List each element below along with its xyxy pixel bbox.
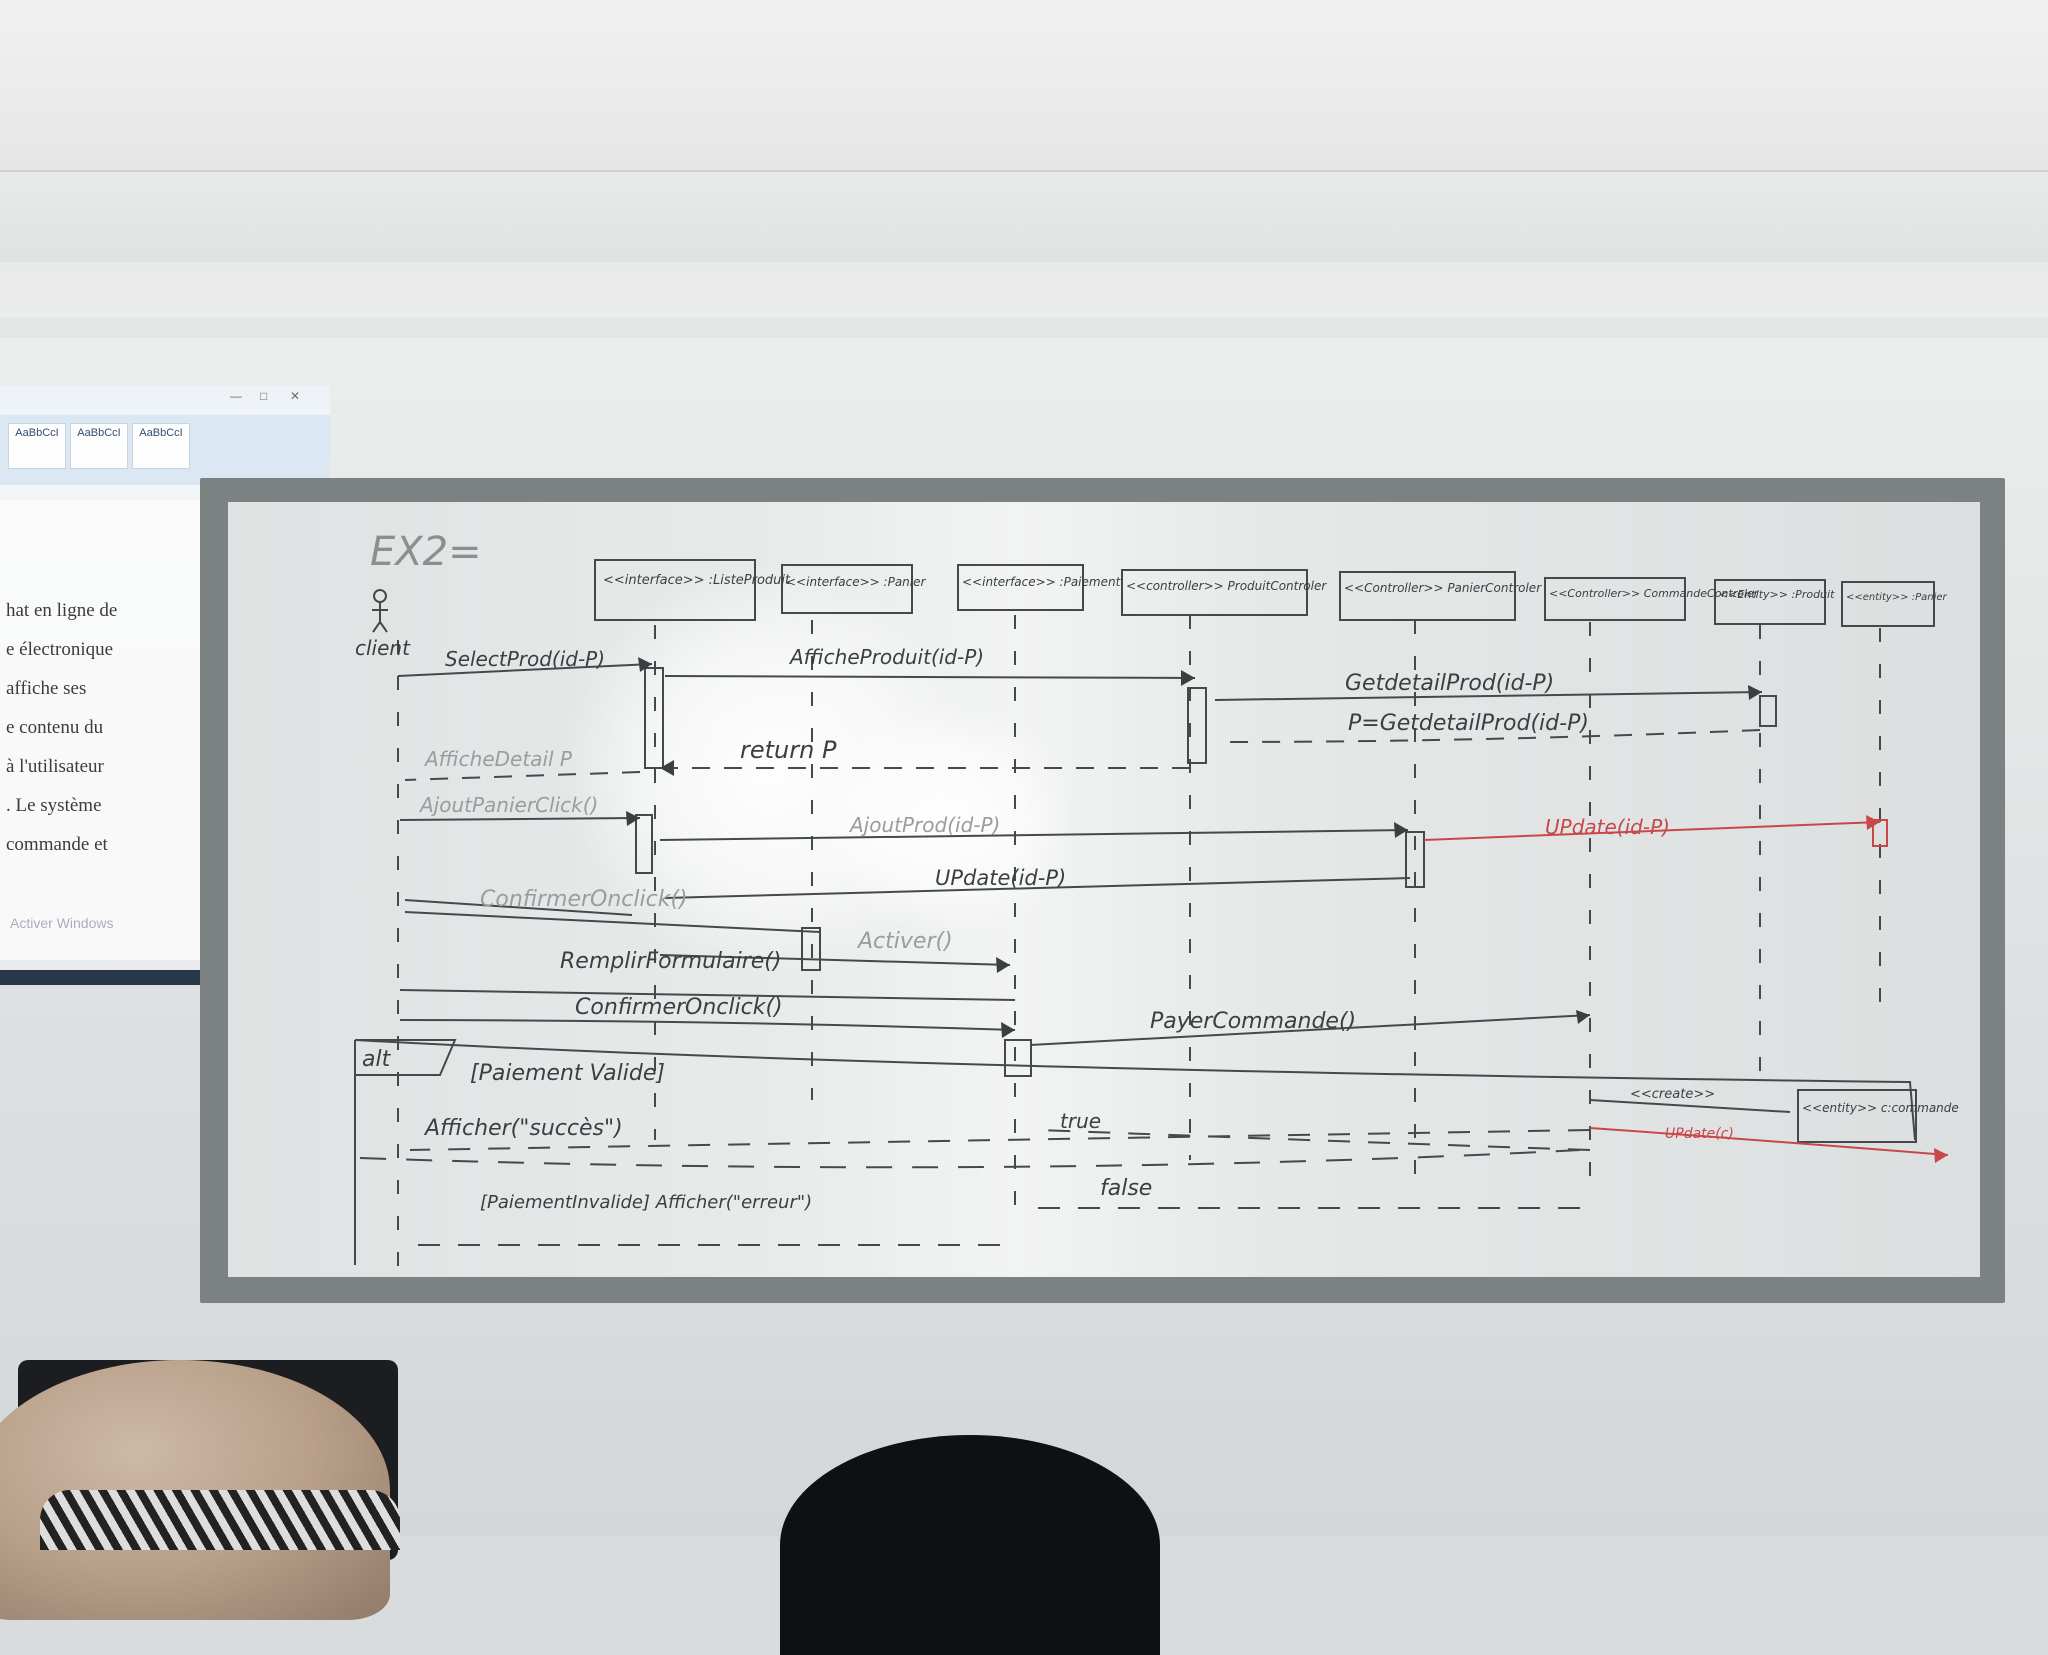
activation-bar [1187,687,1207,764]
message-label: Afficher("succès") [423,1116,623,1141]
actor-label: client [355,636,411,660]
lifeline-label: <<Entity>> :Produit [1719,588,1835,601]
message-label: AjoutProd(id-P) [848,813,1000,837]
fragment-divider [359,1149,1581,1169]
lifeline-box [1339,571,1516,621]
minimize-icon: — [230,389,242,403]
style-gallery-item: AaBbCcI [70,423,128,469]
activation-bar [644,667,664,769]
close-icon: ✕ [290,389,301,403]
doc-text-line: e contenu du [6,717,104,738]
activation-bar [1759,695,1777,727]
message-arrow [1029,1014,1591,1046]
message-arrow [659,954,1011,966]
message-arrow [664,877,1411,899]
actor-icon [372,589,388,633]
message-label: GetdetailProd(id-P) [1345,671,1554,696]
sequence-diagram: EX2= client <<interface>> :ListeProduit … [354,529,1959,1270]
lifeline-label: <<interface>> :Panier [786,575,927,589]
message-arrow [404,911,821,933]
lifeline-box [1714,579,1826,625]
message-arrow [1423,821,1881,841]
lifeline-box [1544,577,1686,621]
whiteboard [228,502,1980,1277]
activation-bar [1405,831,1425,888]
message-arrow [404,899,633,916]
message-label: SelectProd(id-P) [445,647,605,671]
activation-bar [1872,819,1888,847]
style-gallery-item: AaBbCcI [8,423,66,469]
fragment-label: alt [362,1047,392,1072]
message-label: AjoutPanierClick() [418,793,598,817]
message-arrow [397,663,653,677]
doc-text-line: affiche ses [6,678,87,699]
lifeline-box [781,564,913,614]
maximize-icon: □ [260,389,268,403]
message-arrow [399,817,641,821]
doc-text-line: à l'utilisateur [6,756,104,777]
style-gallery-item: AaBbCcI [132,423,190,469]
message-label: return P [740,736,837,764]
message-arrow [399,989,1016,1001]
message-label: UPdate(c) [1665,1126,1734,1142]
entity-box [1797,1089,1917,1143]
exercise-title: EX2= [370,529,482,575]
lifeline-label: <<controller>> ProduitControler [1126,579,1327,593]
message-arrow [399,1019,1016,1031]
message-arrow [664,675,1196,679]
create-label: <<create>> [1630,1087,1715,1102]
message-arrow [1214,691,1763,701]
wall-trim [0,170,2048,262]
message-label: UPdate(id-P) [1545,815,1670,839]
return-arrow [1039,1129,1591,1151]
activation-watermark: Activer Windows [10,915,114,931]
message-label: UPdate(id-P) [935,866,1066,890]
lifeline-label: <<interface>> :ListeProduit [603,573,791,588]
doc-text-line: commande et [6,834,108,855]
patterned-scarf [40,1490,400,1550]
student-head [780,1435,1160,1655]
doc-text-line: e électronique [6,639,114,660]
wall-band [0,318,2048,338]
message-arrow [659,829,1409,841]
doc-text-line: . Le système [6,795,102,816]
activation-bar [635,814,653,874]
message-arrow [1589,1099,1791,1113]
activation-bar [1004,1039,1032,1077]
light-glare [820,700,1080,940]
message-label: AfficheProduit(id-P) [788,645,984,669]
lifeline-box [1121,569,1308,616]
lifeline-box [1841,581,1935,627]
fragment-guard: [Paiement Valide] [470,1061,665,1086]
lifeline-box [594,559,756,621]
return-arrow [1219,729,1761,743]
message-label: ConfirmerOnclick() [480,887,688,912]
message-label: false [1100,1176,1152,1201]
message-label: ConfirmerOnclick() [575,995,783,1020]
message-label: true [1060,1109,1101,1133]
message-arrow [1589,1127,1949,1156]
message-label: AfficheDetail P [423,747,573,771]
lifeline-label: <<Controller>> PanierControler [1344,581,1542,595]
message-label: RemplirFormulaire() [560,949,781,974]
return-arrow [404,771,641,781]
lifeline-label: <<interface>> :Paiement [962,575,1122,589]
activation-bar [801,927,821,971]
message-label: P=GetdetailProd(id-P) [1348,711,1589,736]
message-label: Activer() [856,929,953,954]
fragment-border [354,1039,1916,1141]
message-label: [PaiementInvalide] Afficher("erreur") [480,1192,812,1213]
lifeline-label: <<entity>> :Panier [1846,592,1948,603]
lifeline-label: <<Controller>> CommandeControler [1549,587,1760,600]
message-label: PayerCommande() [1150,1009,1356,1034]
entity-label: <<entity>> c:commande [1802,1101,1959,1115]
doc-text-line: hat en ligne de [6,600,118,621]
lifeline-box [957,564,1084,611]
